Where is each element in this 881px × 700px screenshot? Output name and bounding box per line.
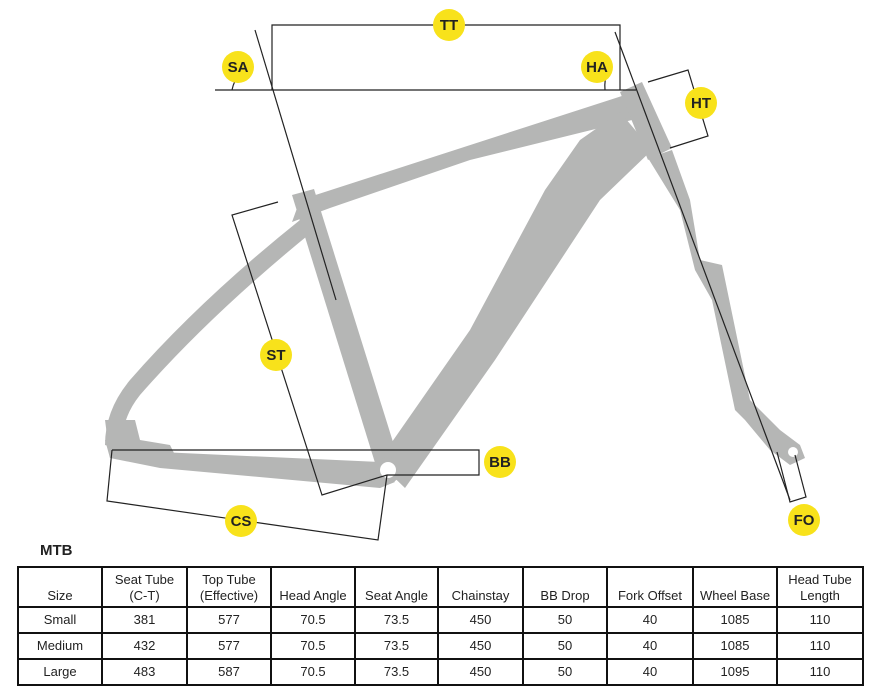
bb-shell [380, 462, 396, 478]
svg-text:HT: HT [691, 95, 711, 112]
column-header-text: (Effective) [199, 588, 259, 603]
svg-text:ST: ST [266, 347, 285, 364]
column-header-text: (C-T) [129, 588, 160, 603]
table-cell: 1085 [692, 632, 778, 660]
column-header: Head Angle [270, 566, 356, 608]
column-header-text: BB Drop [540, 588, 590, 603]
table-cell: 50 [522, 606, 608, 634]
column-header-text: Head Tube [788, 572, 852, 587]
seat-stay [105, 220, 312, 450]
column-header: Size [17, 566, 103, 608]
table-cell: 73.5 [354, 632, 439, 660]
chainstay [105, 440, 395, 488]
table-cell: 73.5 [354, 606, 439, 634]
badge-cs: CS [225, 505, 257, 537]
column-header-text: Length [800, 588, 840, 603]
column-header: BB Drop [522, 566, 608, 608]
table-cell: 50 [522, 632, 608, 660]
seat-axis-line [254, 29, 337, 301]
table-cell: 1095 [692, 658, 778, 686]
svg-text:FO: FO [794, 512, 815, 529]
table-title: MTB [40, 542, 73, 559]
column-header-text: Top Tube [202, 572, 256, 587]
top-tube [292, 95, 640, 222]
table-cell: 450 [437, 606, 524, 634]
head-axis-line [614, 31, 791, 501]
table-cell: 40 [606, 658, 694, 686]
table-cell: 40 [606, 606, 694, 634]
column-header: Top Tube(Effective) [186, 566, 272, 608]
svg-text:TT: TT [440, 17, 458, 34]
svg-text:BB: BB [489, 454, 511, 471]
column-header: Fork Offset [606, 566, 694, 608]
table-cell: 450 [437, 658, 524, 686]
column-header-text: Chainstay [451, 588, 510, 603]
fo-bracket [776, 451, 807, 503]
table-cell: 70.5 [270, 658, 356, 686]
badge-ha: HA [581, 51, 613, 83]
table-cell: 110 [776, 632, 864, 660]
badge-fo: FO [788, 504, 820, 536]
fork-dropout-hole [788, 447, 798, 457]
table-cell: 110 [776, 658, 864, 686]
table-cell: 587 [186, 658, 272, 686]
badges: TT SA HA HT ST BB CS FO [222, 9, 820, 537]
svg-text:CS: CS [231, 513, 252, 530]
column-header-text: Seat Angle [365, 588, 428, 603]
table-cell: 50 [522, 658, 608, 686]
column-header: Wheel Base [692, 566, 778, 608]
table-cell: 110 [776, 606, 864, 634]
badge-sa: SA [222, 51, 254, 83]
table-cell: 40 [606, 632, 694, 660]
badge-st: ST [260, 339, 292, 371]
table-cell: 432 [101, 632, 188, 660]
column-header-text: Head Angle [279, 588, 347, 603]
fork [648, 150, 805, 465]
badge-bb: BB [484, 446, 516, 478]
badge-tt: TT [433, 9, 465, 41]
dropout [105, 420, 175, 458]
table-cell: 73.5 [354, 658, 439, 686]
table-cell: 450 [437, 632, 524, 660]
column-header: Chainstay [437, 566, 524, 608]
table-cell: 1085 [692, 606, 778, 634]
table-cell: 577 [186, 606, 272, 634]
table-cell: Large [17, 658, 103, 686]
table-cell: 483 [101, 658, 188, 686]
svg-text:SA: SA [228, 59, 249, 76]
bike-geometry-diagram: TT SA HA HT ST BB CS FO [105, 9, 820, 541]
svg-text:HA: HA [586, 59, 608, 76]
table-cell: Small [17, 606, 103, 634]
head-tube [620, 82, 672, 160]
column-header-text: Seat Tube [114, 572, 175, 587]
badge-ht: HT [685, 87, 717, 119]
down-tube [378, 112, 652, 488]
column-header-text: Size [47, 588, 73, 603]
table-cell: 577 [186, 632, 272, 660]
table-cell: 381 [101, 606, 188, 634]
column-header: Seat Angle [354, 566, 439, 608]
bb-bracket [112, 449, 480, 476]
column-header-text: Fork Offset [617, 588, 683, 603]
table-cell: 70.5 [270, 632, 356, 660]
seat-tube [292, 189, 398, 466]
bike-frame [105, 82, 805, 488]
table-cell: Medium [17, 632, 103, 660]
column-header: Seat Tube(C-T) [101, 566, 188, 608]
table-cell: 70.5 [270, 606, 356, 634]
column-header-text: Wheel Base [699, 588, 771, 603]
